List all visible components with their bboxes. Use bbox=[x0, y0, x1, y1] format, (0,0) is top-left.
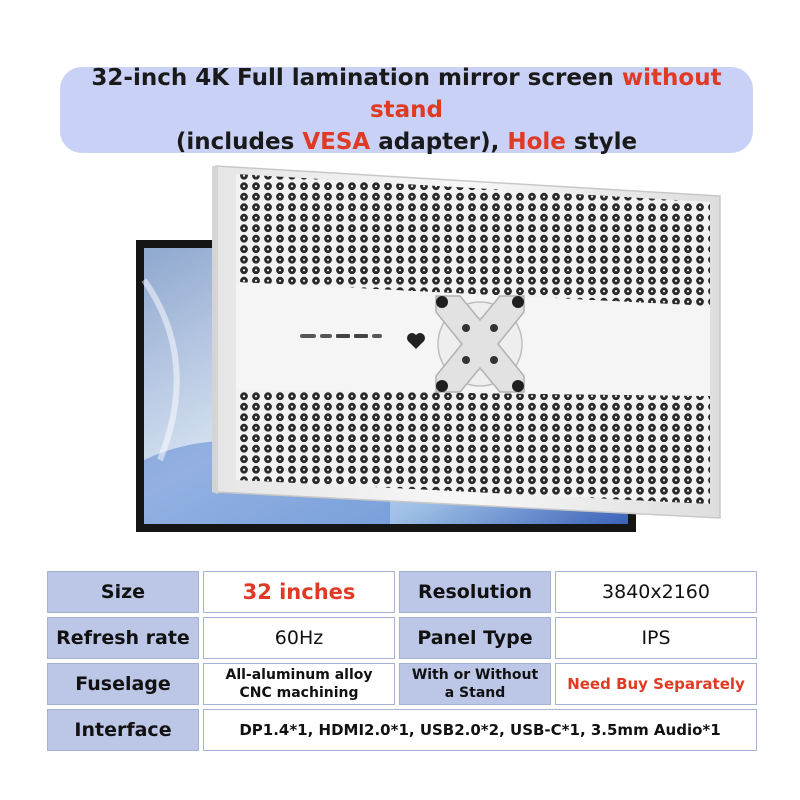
interface-label: Interface bbox=[47, 709, 199, 751]
specs-table: Size 32 inches Resolution 3840x2160 Refr… bbox=[43, 567, 761, 755]
fuselage-value-line-2: CNC machining bbox=[239, 685, 359, 701]
interface-value: DP1.4*1, HDMI2.0*1, USB2.0*2, USB-C*1, 3… bbox=[203, 709, 757, 751]
size-label: Size bbox=[47, 571, 199, 613]
fuselage-label: Fuselage bbox=[47, 663, 199, 705]
bottom-vent-holes bbox=[236, 390, 710, 504]
stand-label-line-2: a Stand bbox=[444, 685, 506, 701]
monitor-product-image bbox=[136, 165, 721, 532]
top-vent-holes bbox=[236, 174, 710, 306]
panel-type-value: IPS bbox=[555, 617, 757, 659]
title-highlight-vesa: VESA bbox=[302, 129, 371, 155]
title-text: adapter), bbox=[370, 129, 508, 155]
title-banner: 32-inch 4K Full lamination mirror screen… bbox=[60, 65, 753, 155]
resolution-label: Resolution bbox=[399, 571, 551, 613]
fuselage-value: All-aluminum alloy CNC machining bbox=[203, 663, 395, 705]
brand-logo-icon bbox=[407, 333, 425, 349]
title-text: 32-inch 4K Full lamination mirror screen bbox=[91, 65, 622, 91]
stand-label: With or Without a Stand bbox=[399, 663, 551, 705]
vesa-adapter bbox=[435, 295, 525, 393]
refresh-rate-label: Refresh rate bbox=[47, 617, 199, 659]
table-row: Fuselage All-aluminum alloy CNC machinin… bbox=[47, 663, 757, 705]
title-text: style bbox=[565, 129, 638, 155]
title-text: (includes bbox=[175, 129, 303, 155]
title-line-1: 32-inch 4K Full lamination mirror screen… bbox=[60, 62, 753, 126]
stand-label-line-1: With or Without bbox=[411, 667, 539, 683]
size-value: 32 inches bbox=[203, 571, 395, 613]
title-highlight-hole: Hole bbox=[507, 129, 566, 155]
table-row: Interface DP1.4*1, HDMI2.0*1, USB2.0*2, … bbox=[47, 709, 757, 751]
stand-value: Need Buy Separately bbox=[555, 663, 757, 705]
io-ports bbox=[300, 334, 382, 338]
title-highlight-without-stand: without stand bbox=[369, 65, 722, 123]
refresh-rate-value: 60Hz bbox=[203, 617, 395, 659]
table-row: Size 32 inches Resolution 3840x2160 bbox=[47, 571, 757, 613]
panel-type-label: Panel Type bbox=[399, 617, 551, 659]
fuselage-value-line-1: All-aluminum alloy bbox=[225, 667, 373, 683]
resolution-value: 3840x2160 bbox=[555, 571, 757, 613]
title-line-2: (includes VESA adapter), Hole style bbox=[176, 126, 637, 158]
table-row: Refresh rate 60Hz Panel Type IPS bbox=[47, 617, 757, 659]
